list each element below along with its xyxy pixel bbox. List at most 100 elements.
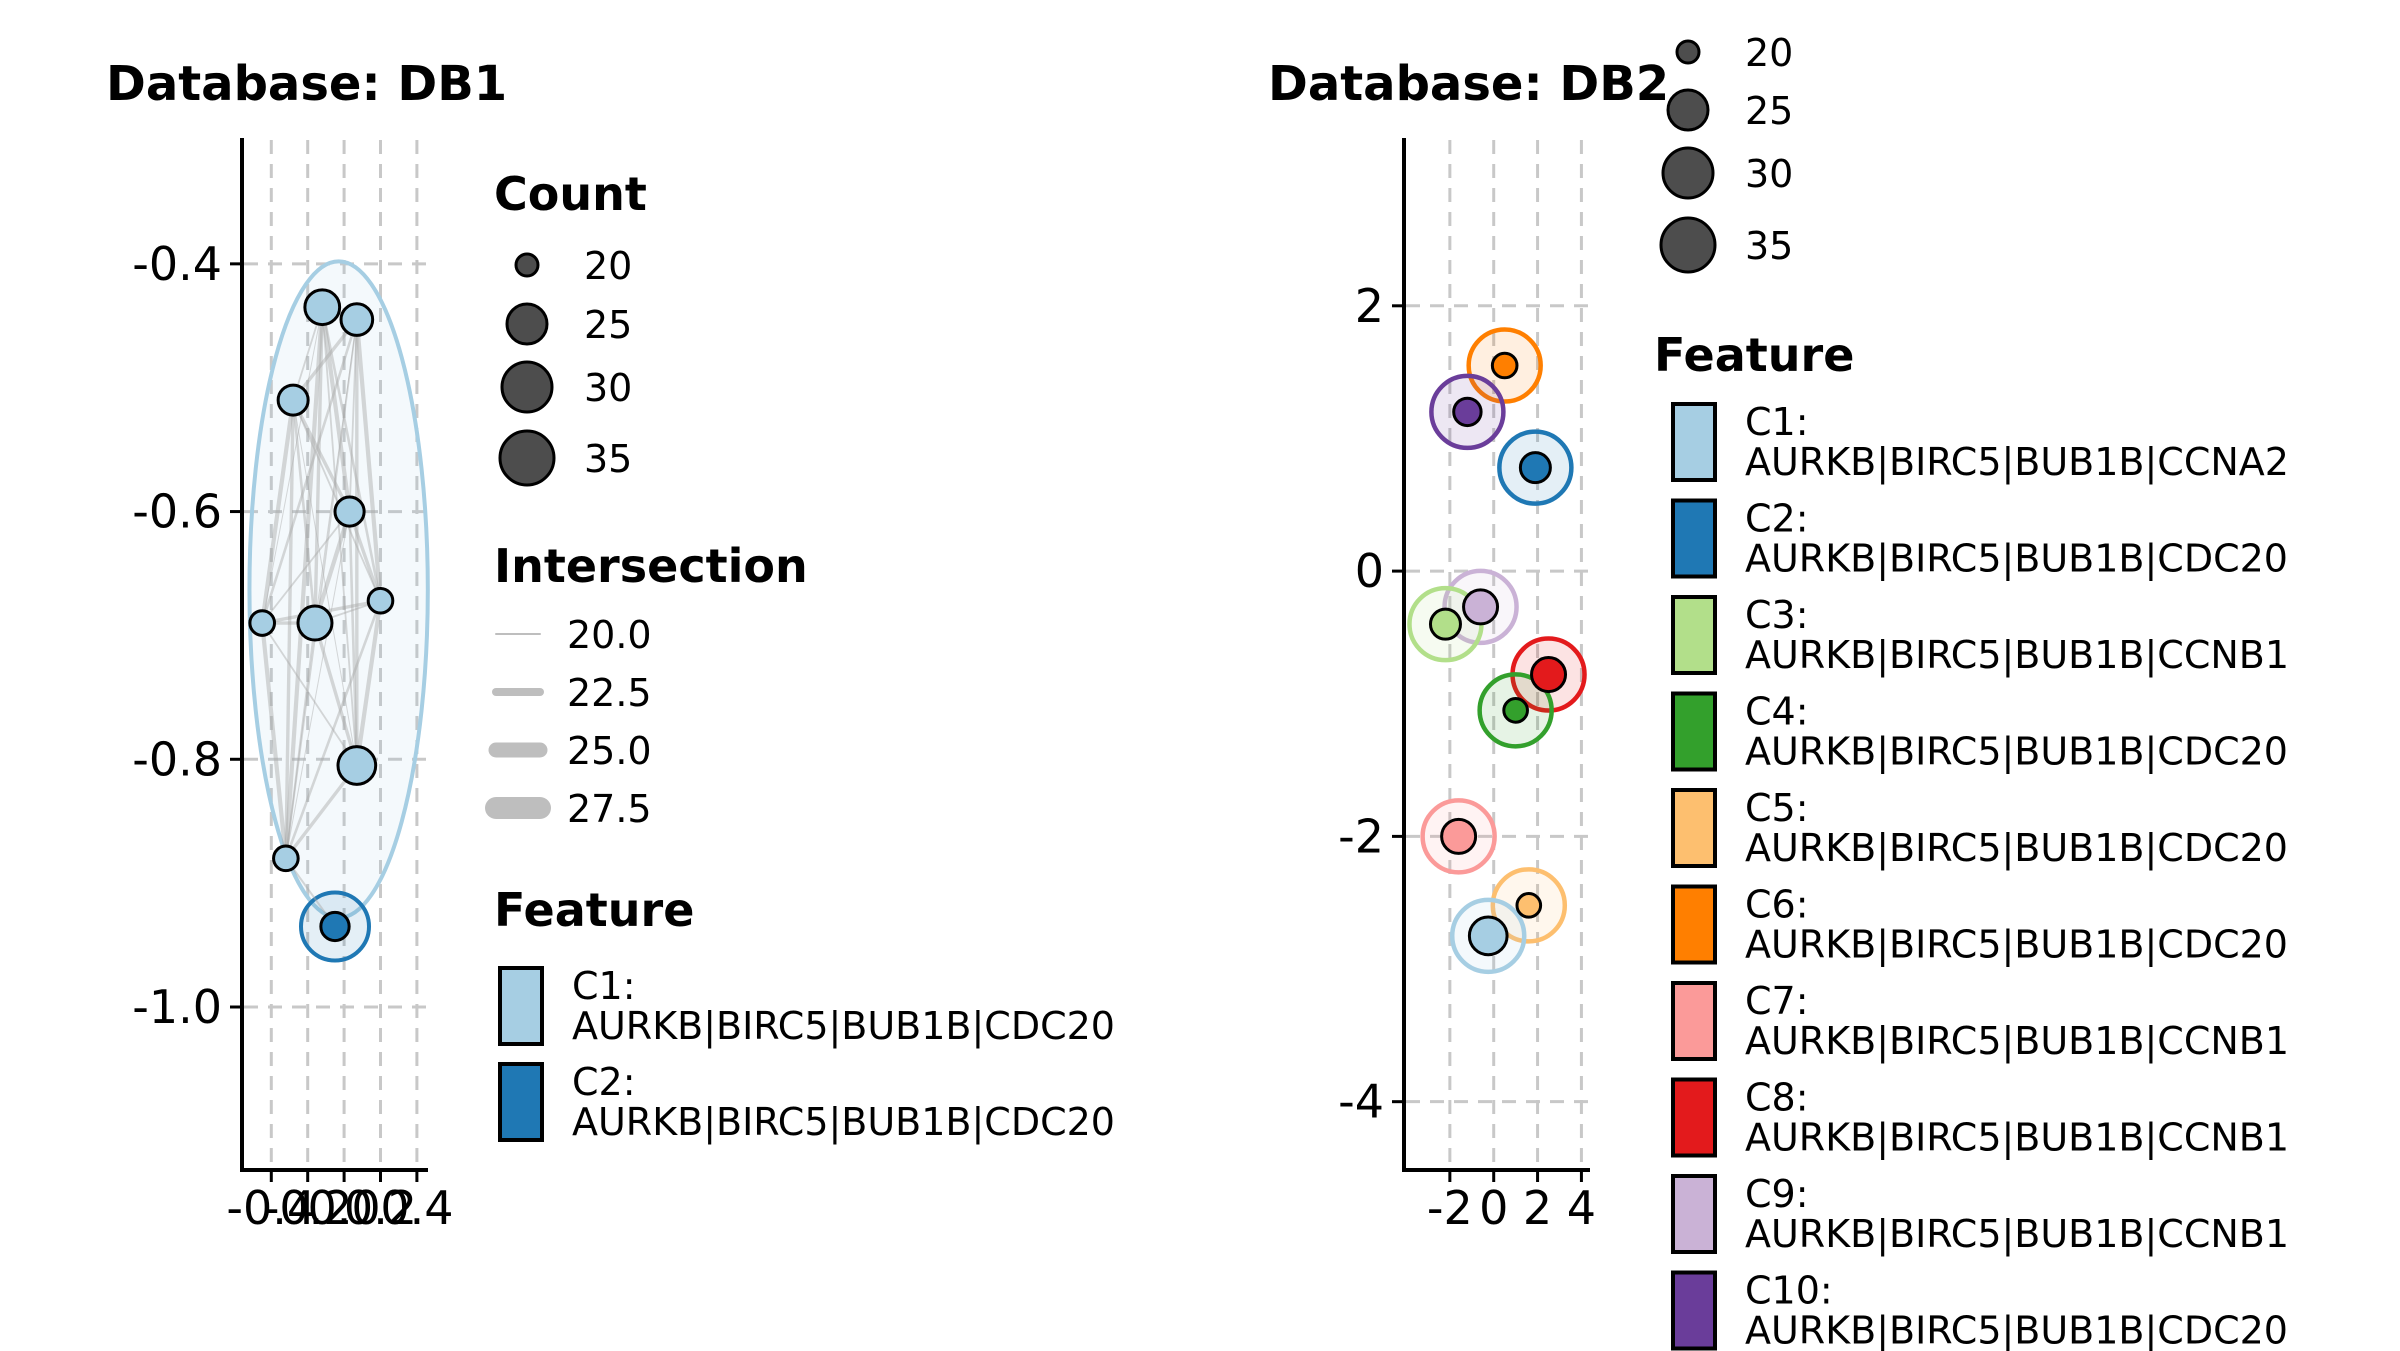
- db1-intersection-edge: [260, 399, 296, 624]
- db2-point-c6: [1490, 351, 1519, 380]
- db2-grid: [1406, 140, 1588, 1168]
- db1-count-label: 30: [584, 366, 632, 410]
- db2-point-c8: [1530, 656, 1568, 694]
- db1-ticks: -0.4-0.20.00.20.4-0.4-0.6-0.8-1.0: [132, 237, 453, 1235]
- db1-intersection-edge: [313, 307, 324, 624]
- db2-feature-swatch-c9: [1671, 1174, 1717, 1254]
- db2-feature-label: C9:: [1745, 1172, 1809, 1216]
- db2-point-c2: [1518, 451, 1552, 485]
- db2-point-c9: [1462, 588, 1500, 626]
- db2-feature-label: C3:: [1745, 593, 1809, 637]
- db1-intersection-edge: [261, 622, 358, 766]
- db1-point-c2: [319, 910, 351, 943]
- db2-count-key-25: [1666, 88, 1710, 132]
- db1-point-c1: [336, 745, 378, 786]
- db1-intersection-edge: [284, 400, 295, 859]
- db1-count-label: 20: [584, 244, 632, 288]
- db1-intersection-edge: [321, 307, 358, 766]
- db1-count-key-35: [498, 429, 556, 487]
- db1-intersection-edge: [260, 622, 288, 859]
- db2-feature-items: C1:AURKB|BIRC5|BUB1B|CCNA2C2:AURKB|BIRC5…: [1671, 400, 2289, 1351]
- db1-intersection-edge: [313, 622, 359, 766]
- db1-intersection-legend-title: Intersection: [494, 539, 808, 593]
- db2-feature-label: C10:: [1745, 1269, 1833, 1313]
- db1-x-tick-label: 0.0: [308, 1181, 381, 1235]
- db2-feature-genes: AURKB|BIRC5|BUB1B|CDC20: [1745, 923, 2288, 968]
- db2-feature-legend-title: Feature: [1654, 328, 1854, 382]
- db2-x-tick-label: 0: [1479, 1181, 1508, 1235]
- db1-intersection-edge: [261, 511, 351, 624]
- db1-feature-items: C1:AURKB|BIRC5|BUB1B|CDC20C2:AURKB|BIRC5…: [498, 964, 1115, 1145]
- db1-intersection-edge: [284, 600, 382, 859]
- db1-points: [248, 288, 395, 943]
- db1-intersection-edge: [320, 306, 352, 512]
- db1-legends: Count 20 25 30 35 Intersection 20.0 22.5…: [485, 167, 1115, 1145]
- db2-feature-swatch-c1: [1671, 402, 1717, 482]
- db1-intersection-edge: [292, 400, 358, 766]
- db1-feature-swatch-c2: [498, 1062, 544, 1142]
- db1-count-label: 35: [584, 437, 632, 481]
- db2-x-tick-label: 4: [1567, 1181, 1596, 1235]
- db1-point-c1: [276, 383, 310, 417]
- db1-intersection-edge: [312, 510, 352, 624]
- db1-intersection-edge: [291, 399, 352, 513]
- db2-count-key-30: [1661, 146, 1715, 200]
- db1-y-tick-label: -1.0: [132, 980, 222, 1034]
- db1-x-tick-label: -0.4: [226, 1181, 316, 1235]
- db1-feature-label: C1:: [572, 964, 636, 1008]
- db2-count-label: 30: [1745, 152, 1793, 196]
- db2-feature-label: C6:: [1745, 883, 1809, 927]
- db1-intersection-edge: [348, 511, 359, 766]
- db1-panel: Database: DB1 -0.4-0.20.00.20.4-0.4-0.6-…: [106, 56, 507, 1235]
- db1-point-c1: [248, 609, 277, 637]
- db2-points: [1407, 327, 1587, 975]
- db1-feature-swatch-c1: [498, 966, 544, 1046]
- db2-feature-genes: AURKB|BIRC5|BUB1B|CCNB1: [1745, 1019, 2289, 1064]
- db1-intersection-label: 20.0: [567, 613, 652, 657]
- db1-intersection-edge: [260, 319, 359, 624]
- db1-intersection-edge: [292, 399, 382, 602]
- db2-feature-genes: AURKB|BIRC5|BUB1B|CCNB1: [1745, 1116, 2289, 1161]
- db1-intersection-label: 22.5: [567, 671, 652, 715]
- db2-feature-label: C2:: [1745, 497, 1809, 541]
- db2-y-tick-label: 0: [1355, 544, 1384, 598]
- db2-feature-swatch-c4: [1671, 691, 1717, 772]
- db2-feature-swatch-c6: [1671, 884, 1717, 965]
- db2-point-c3: [1428, 607, 1462, 641]
- db1-intersection-edge: [261, 307, 323, 624]
- db2-feature-genes: AURKB|BIRC5|BUB1B|CCNB1: [1745, 633, 2289, 678]
- db1-point-c1: [303, 288, 342, 327]
- db1-x-tick-label: 0.4: [380, 1181, 453, 1235]
- db2-point-c5: [1515, 892, 1543, 919]
- db2-y-tick-label: -2: [1338, 809, 1384, 863]
- db2-count-label: 35: [1745, 224, 1793, 268]
- db1-intersection-edge: [354, 600, 383, 766]
- db2-feature-swatch-c10: [1671, 1270, 1717, 1351]
- db1-cluster-ellipses: [247, 259, 430, 963]
- db1-intersection-edge: [285, 511, 351, 859]
- db1-point-c1: [296, 604, 334, 642]
- db1-count-legend-title: Count: [494, 167, 647, 221]
- db2-feature-label: C7:: [1745, 979, 1809, 1023]
- db2-count-label: 25: [1745, 89, 1793, 133]
- db1-intersection-edge: [284, 622, 316, 859]
- db1-point-c1: [272, 844, 300, 873]
- db1-intersection-edge: [314, 319, 358, 624]
- db2-feature-swatch-c8: [1671, 1077, 1717, 1158]
- db2-feature-genes: AURKB|BIRC5|BUB1B|CDC20: [1745, 826, 2288, 871]
- db1-intersection-edge: [348, 319, 358, 512]
- db2-feature-genes: AURKB|BIRC5|BUB1B|CCNB1: [1745, 1212, 2289, 1257]
- db2-count-label: 20: [1745, 31, 1793, 75]
- db1-intersection-edge: [354, 319, 383, 601]
- db1-count-label: 25: [584, 303, 632, 347]
- db1-intersection-edge: [284, 319, 358, 859]
- db2-feature-label: C5:: [1745, 786, 1809, 830]
- db1-y-tick-label: -0.4: [132, 237, 222, 291]
- db2-feature-swatch-c5: [1671, 788, 1717, 868]
- db1-title: Database: DB1: [106, 56, 507, 112]
- db1-intersection-edge: [283, 307, 325, 859]
- db1-intersection-edge: [291, 399, 317, 624]
